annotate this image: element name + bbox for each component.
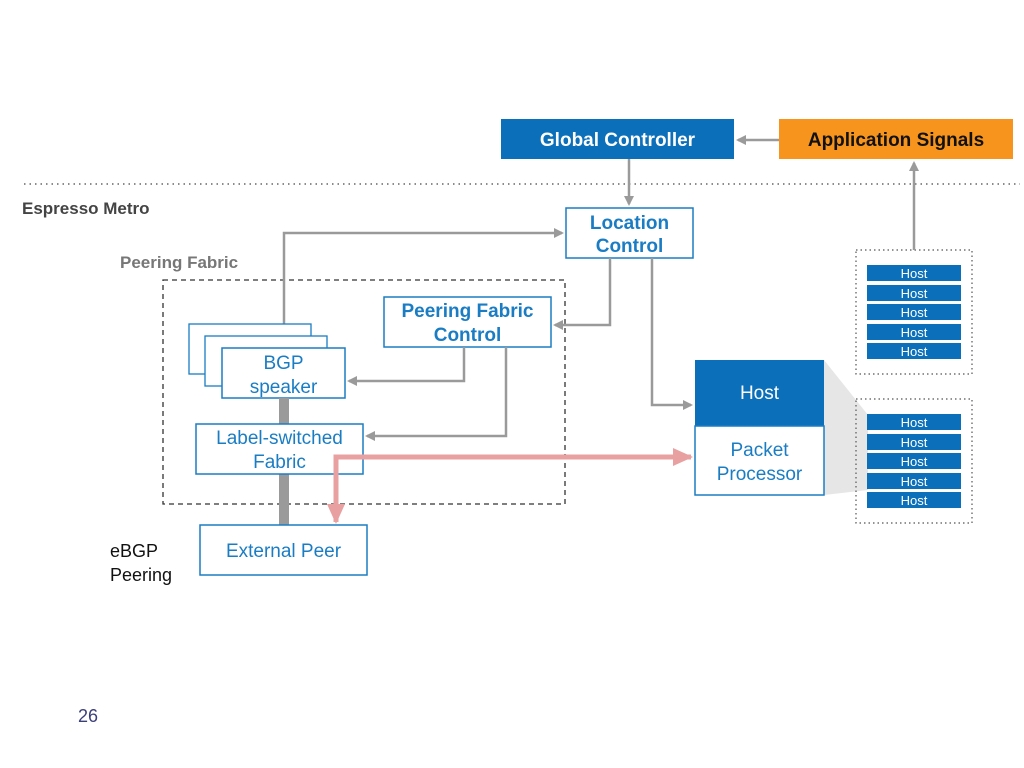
host-bottom-5-box bbox=[867, 492, 961, 508]
connector-bgp-lsf bbox=[279, 398, 289, 424]
espresso-metro-label: Espresso Metro bbox=[22, 199, 150, 218]
traffic-arrow-to-packet-processor bbox=[333, 448, 693, 497]
host-top-2-box bbox=[867, 285, 961, 301]
location-control-box bbox=[565, 207, 694, 259]
application-signals-box bbox=[779, 119, 1013, 159]
bgp-speaker-label-2: speaker bbox=[250, 377, 318, 398]
packet-processor-box bbox=[694, 425, 825, 496]
arrow-pfc-to-lsf bbox=[365, 347, 508, 441]
peering-fabric-region bbox=[162, 279, 566, 505]
host-bottom-4-box bbox=[867, 473, 961, 489]
host-zoom-wedge bbox=[824, 360, 868, 495]
host-stack-top-frame bbox=[855, 249, 973, 375]
location-control-label-1: Location bbox=[590, 213, 669, 234]
host-top-2-label: Host bbox=[901, 286, 928, 301]
host-stack-bottom: Host Host Host Host Host bbox=[867, 414, 961, 508]
ebgp-label-2: Peering bbox=[110, 565, 172, 585]
host-top-3-label: Host bbox=[901, 305, 928, 320]
pfc-label-2: Control bbox=[434, 325, 502, 346]
host-bottom-4-label: Host bbox=[901, 474, 928, 489]
host-top-1-box bbox=[867, 265, 961, 281]
host-bottom-2-label: Host bbox=[901, 435, 928, 450]
lsf-label-2: Fabric bbox=[253, 452, 306, 473]
external-peer-box bbox=[199, 524, 368, 576]
connector-lsf-external bbox=[279, 474, 289, 525]
host-top-4-box bbox=[867, 324, 961, 340]
host-bottom-3-label: Host bbox=[901, 454, 928, 469]
arrow-location-to-host bbox=[650, 258, 693, 410]
ebgp-label-1: eBGP bbox=[110, 541, 158, 561]
packet-processor-label-2: Processor bbox=[717, 464, 803, 485]
host-header-box bbox=[695, 360, 824, 426]
host-bottom-3-box bbox=[867, 453, 961, 469]
host-header-label: Host bbox=[740, 383, 780, 404]
application-signals-label: Application Signals bbox=[808, 130, 984, 151]
peering-fabric-control-box bbox=[383, 296, 552, 348]
arrow-location-to-pfc bbox=[553, 258, 612, 330]
arrow-pfc-to-bgp bbox=[347, 347, 466, 386]
global-controller-box bbox=[501, 119, 734, 159]
page-number: 26 bbox=[78, 706, 99, 726]
arrow-bgp-to-location bbox=[282, 228, 564, 324]
host-top-5-label: Host bbox=[901, 344, 928, 359]
location-control-label-2: Control bbox=[596, 236, 664, 257]
host-stack-bottom-frame bbox=[855, 398, 973, 524]
host-bottom-1-box bbox=[867, 414, 961, 430]
global-controller-label: Global Controller bbox=[540, 130, 696, 151]
pfc-label-1: Peering Fabric bbox=[402, 301, 534, 322]
bgp-speaker-label-1: BGP bbox=[263, 353, 303, 374]
host-top-4-label: Host bbox=[901, 325, 928, 340]
host-bottom-5-label: Host bbox=[901, 493, 928, 508]
packet-processor-label-1: Packet bbox=[730, 440, 789, 461]
bgp-speaker-box bbox=[221, 347, 346, 399]
host-top-1-label: Host bbox=[901, 266, 928, 281]
host-bottom-2-box bbox=[867, 434, 961, 450]
external-peer-label: External Peer bbox=[226, 541, 342, 562]
host-stack-top: Host Host Host Host Host bbox=[867, 265, 961, 359]
host-top-5-box bbox=[867, 343, 961, 359]
lsf-label-1: Label-switched bbox=[216, 428, 343, 449]
host-top-3-box bbox=[867, 304, 961, 320]
peering-fabric-label: Peering Fabric bbox=[120, 253, 238, 272]
host-bottom-1-label: Host bbox=[901, 415, 928, 430]
